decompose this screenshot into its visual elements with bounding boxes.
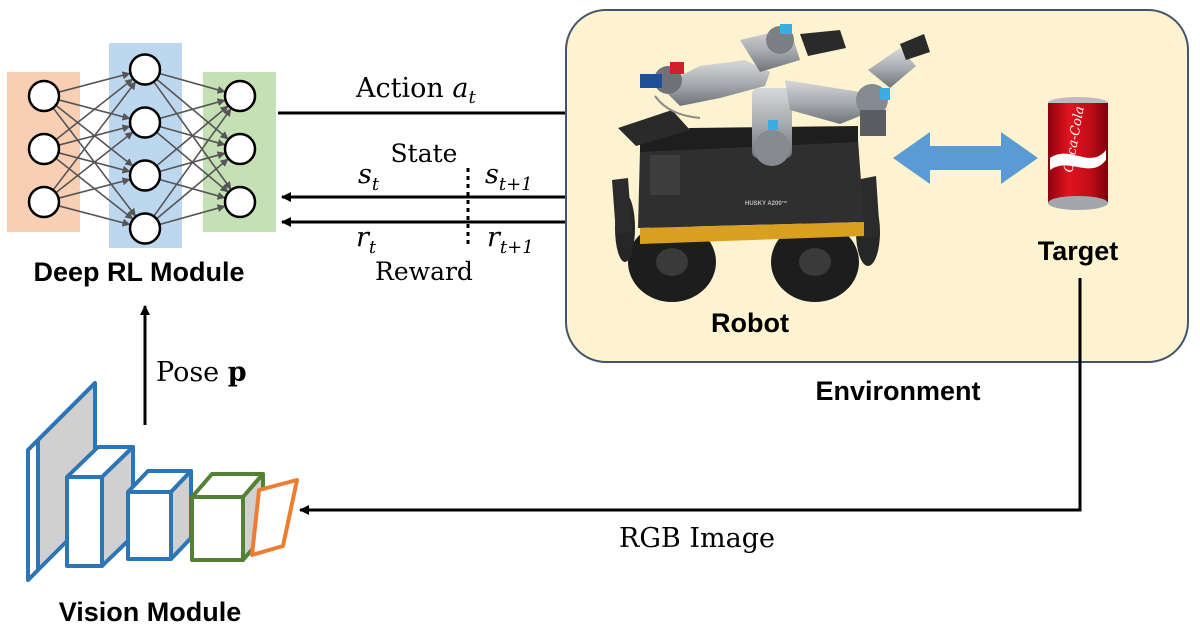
network-edge-1-3-0 <box>153 108 232 217</box>
network-node-1-0 <box>128 53 162 86</box>
pose-label: Pose p <box>156 357 247 388</box>
environment-box <box>565 9 1189 363</box>
vision-cnn <box>26 381 299 582</box>
network-node-1-1 <box>128 106 162 139</box>
network-node-0-1 <box>27 132 61 166</box>
network-node-2-0 <box>223 79 257 113</box>
network-edge-1-1-0 <box>159 98 226 120</box>
network-edge-0-2-2 <box>58 177 131 199</box>
network-node-1-3 <box>128 212 162 245</box>
robot-image: HUSKY A200™ <box>612 24 930 302</box>
rgb-image-arrow <box>299 278 1082 515</box>
action-label: Action at <box>355 73 476 108</box>
network-edge-0-2-3 <box>58 205 131 227</box>
rgb-image-label: RGB Image <box>619 523 775 554</box>
r-t-label: rt <box>356 222 377 258</box>
cnn-output-slab <box>250 478 299 557</box>
network-node-2-1 <box>223 132 257 166</box>
cnn-block-3 <box>190 472 265 562</box>
s-t1-label: st+1 <box>485 159 533 195</box>
network-node-0-2 <box>27 185 61 219</box>
state-label: State <box>391 139 458 168</box>
target-can-image: Coca-Cola <box>1048 97 1108 210</box>
network-edge-1-3-1 <box>155 158 229 220</box>
network-nodes <box>27 53 257 245</box>
deep-rl-module-label: Deep RL Module <box>33 257 244 287</box>
environment-label: Environment <box>815 376 980 406</box>
network-edge-1-0-0 <box>159 72 226 94</box>
interaction-double-arrow <box>893 132 1038 184</box>
cnn-block-1 <box>65 445 135 568</box>
reward-label: Reward <box>375 257 473 286</box>
cnn-block-2 <box>126 469 193 561</box>
network-edges <box>52 71 232 227</box>
network-edge-0-0-0 <box>58 71 131 93</box>
network-node-1-2 <box>128 159 162 192</box>
target-label: Target <box>1038 236 1119 266</box>
vision-module-label: Vision Module <box>59 597 242 627</box>
network-edge-1-2-0 <box>155 105 229 167</box>
s-t-label: st <box>358 159 380 195</box>
r-t1-label: rt+1 <box>487 222 534 258</box>
network-node-0-0 <box>27 79 61 113</box>
network-edge-0-1-0 <box>55 78 134 141</box>
husky-badge: HUSKY A200™ <box>745 200 788 207</box>
network-edge-0-2-0 <box>52 81 136 191</box>
deep-rl-network <box>7 43 276 248</box>
network-node-2-2 <box>223 185 257 219</box>
robot-label: Robot <box>711 308 789 338</box>
network-edge-0-2-1 <box>55 131 134 194</box>
network-edge-1-3-2 <box>159 204 226 226</box>
